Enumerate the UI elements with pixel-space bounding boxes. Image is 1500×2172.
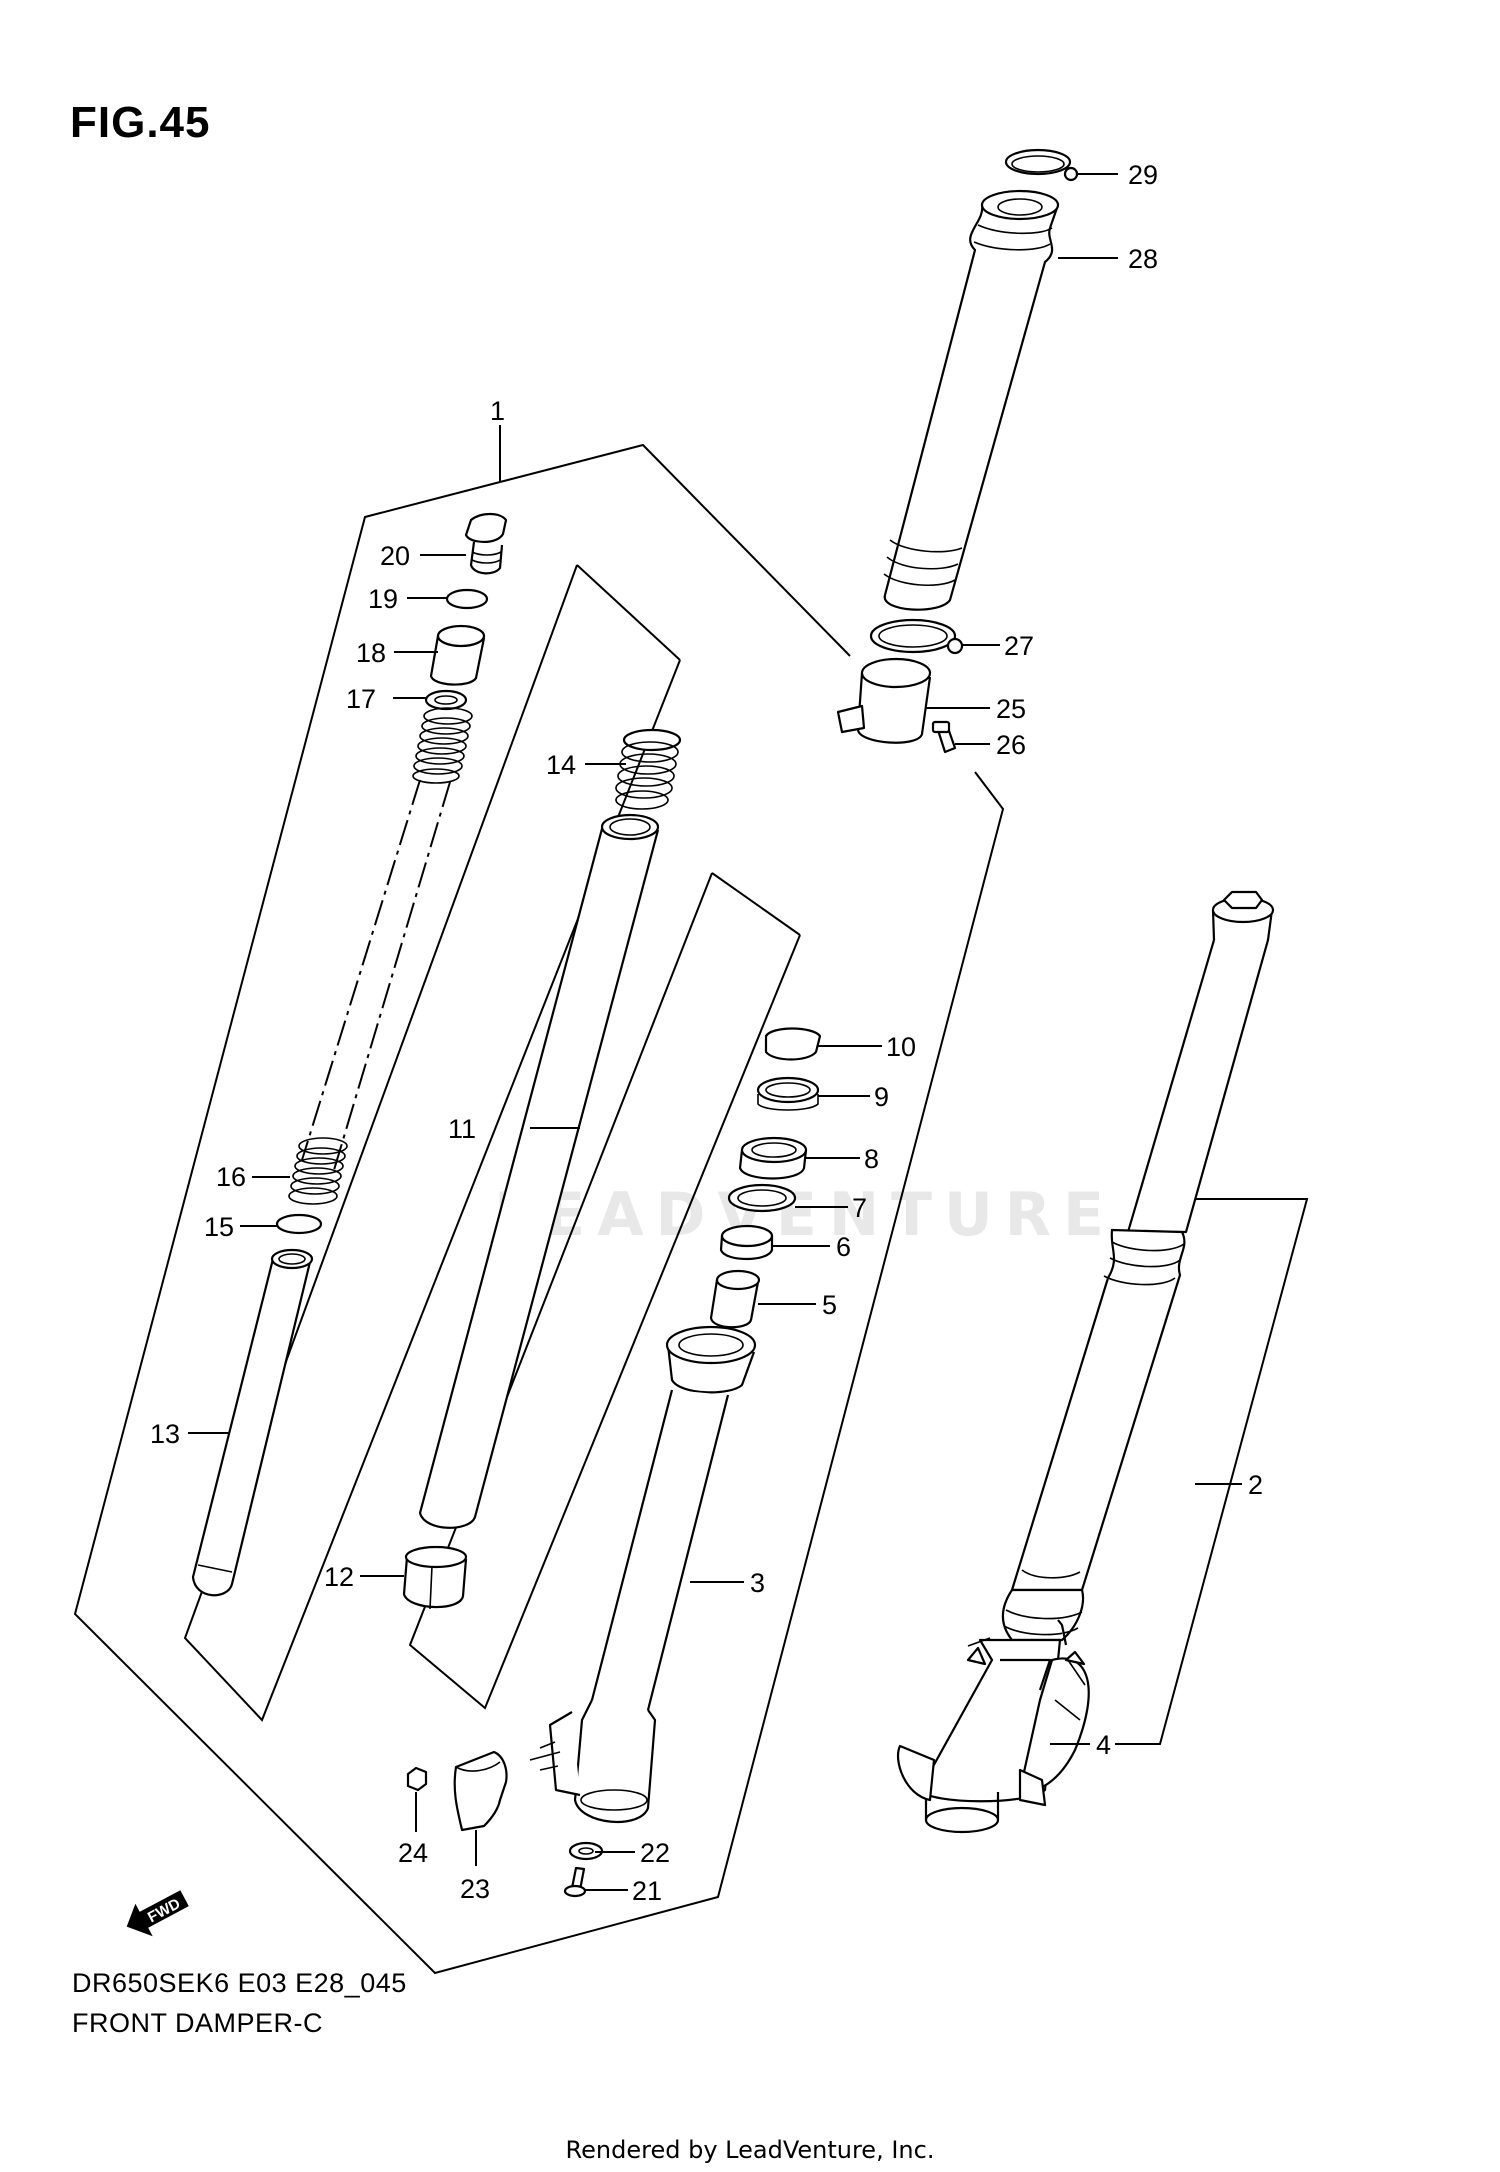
figure-title: FIG.45 — [70, 98, 211, 147]
callout-18: 18 — [356, 638, 386, 668]
callout-8: 8 — [864, 1144, 879, 1174]
part-20-cap-bolt — [464, 512, 508, 575]
callout-3: 3 — [750, 1568, 765, 1598]
callout-20: 20 — [380, 541, 410, 571]
part-3-outer-tube — [539, 1325, 757, 1824]
callout-7: 7 — [852, 1193, 867, 1223]
callout-25: 25 — [996, 694, 1026, 724]
callout-5: 5 — [822, 1290, 837, 1320]
callout-19: 19 — [368, 584, 398, 614]
part-12-bushing — [402, 1545, 468, 1610]
callout-9: 9 — [874, 1082, 889, 1112]
callout-23: 23 — [460, 1874, 490, 1904]
part-11-tube — [418, 813, 660, 1529]
callout-26: 26 — [996, 730, 1026, 760]
callout-2: 2 — [1248, 1470, 1263, 1500]
part-19-o-ring — [445, 588, 489, 610]
part-7-washer — [727, 1183, 797, 1213]
part-29-clamp — [1004, 148, 1079, 182]
callout-21: 21 — [632, 1876, 662, 1906]
part-18-spacer — [429, 624, 486, 686]
callout-14: 14 — [546, 750, 576, 780]
callout-6: 6 — [836, 1232, 851, 1262]
part-17-washer — [424, 689, 468, 711]
part-28-dust-boot — [883, 189, 1060, 611]
callout-27: 27 — [1004, 631, 1034, 661]
callout-16: 16 — [216, 1162, 246, 1192]
part-25-collar — [836, 657, 932, 744]
part-23-holder — [453, 1750, 561, 1832]
part-24-nut — [406, 1766, 428, 1792]
callout-12: 12 — [324, 1562, 354, 1592]
part-13-damper-rod — [191, 1248, 314, 1597]
watermark-text: LEADVENTURE — [494, 1180, 1116, 1250]
part-10-cap — [764, 1027, 822, 1061]
part-21-bolt — [563, 1866, 587, 1898]
callout-28: 28 — [1128, 244, 1158, 274]
model-code: DR650SEK6 E03 E28_045 — [72, 1968, 407, 1998]
part-14-spring — [615, 728, 682, 810]
part-2-4-fork-assembly — [896, 890, 1275, 1834]
part-5-bushing — [709, 1269, 761, 1329]
part-9-ring — [756, 1076, 820, 1111]
part-26-bolt — [931, 720, 957, 754]
section-name: FRONT DAMPER-C — [72, 2008, 324, 2038]
callout-13: 13 — [150, 1419, 180, 1449]
callout-29: 29 — [1128, 160, 1158, 190]
part-16-spring — [288, 707, 473, 1205]
callout-15: 15 — [204, 1212, 234, 1242]
part-6-bushing — [719, 1224, 774, 1260]
render-credit: Rendered by LeadVenture, Inc. — [565, 2136, 935, 2164]
callout-24: 24 — [398, 1838, 428, 1868]
callout-22: 22 — [640, 1838, 670, 1868]
part-27-clamp — [869, 618, 964, 655]
callout-1: 1 — [490, 396, 505, 426]
leader-lines — [188, 173, 1242, 1891]
assembly-boundary-lines — [73, 437, 1309, 1975]
fwd-direction-badge: FWD — [126, 1890, 189, 1937]
callout-10: 10 — [886, 1032, 916, 1062]
callout-4: 4 — [1096, 1730, 1111, 1760]
part-15-washer — [275, 1213, 323, 1235]
callout-11: 11 — [448, 1114, 476, 1144]
part-8-oil-seal — [738, 1136, 808, 1180]
callout-17: 17 — [346, 684, 376, 714]
callout-labels: 29 28 1 20 19 18 17 27 25 26 14 10 9 11 … — [150, 160, 1263, 1906]
